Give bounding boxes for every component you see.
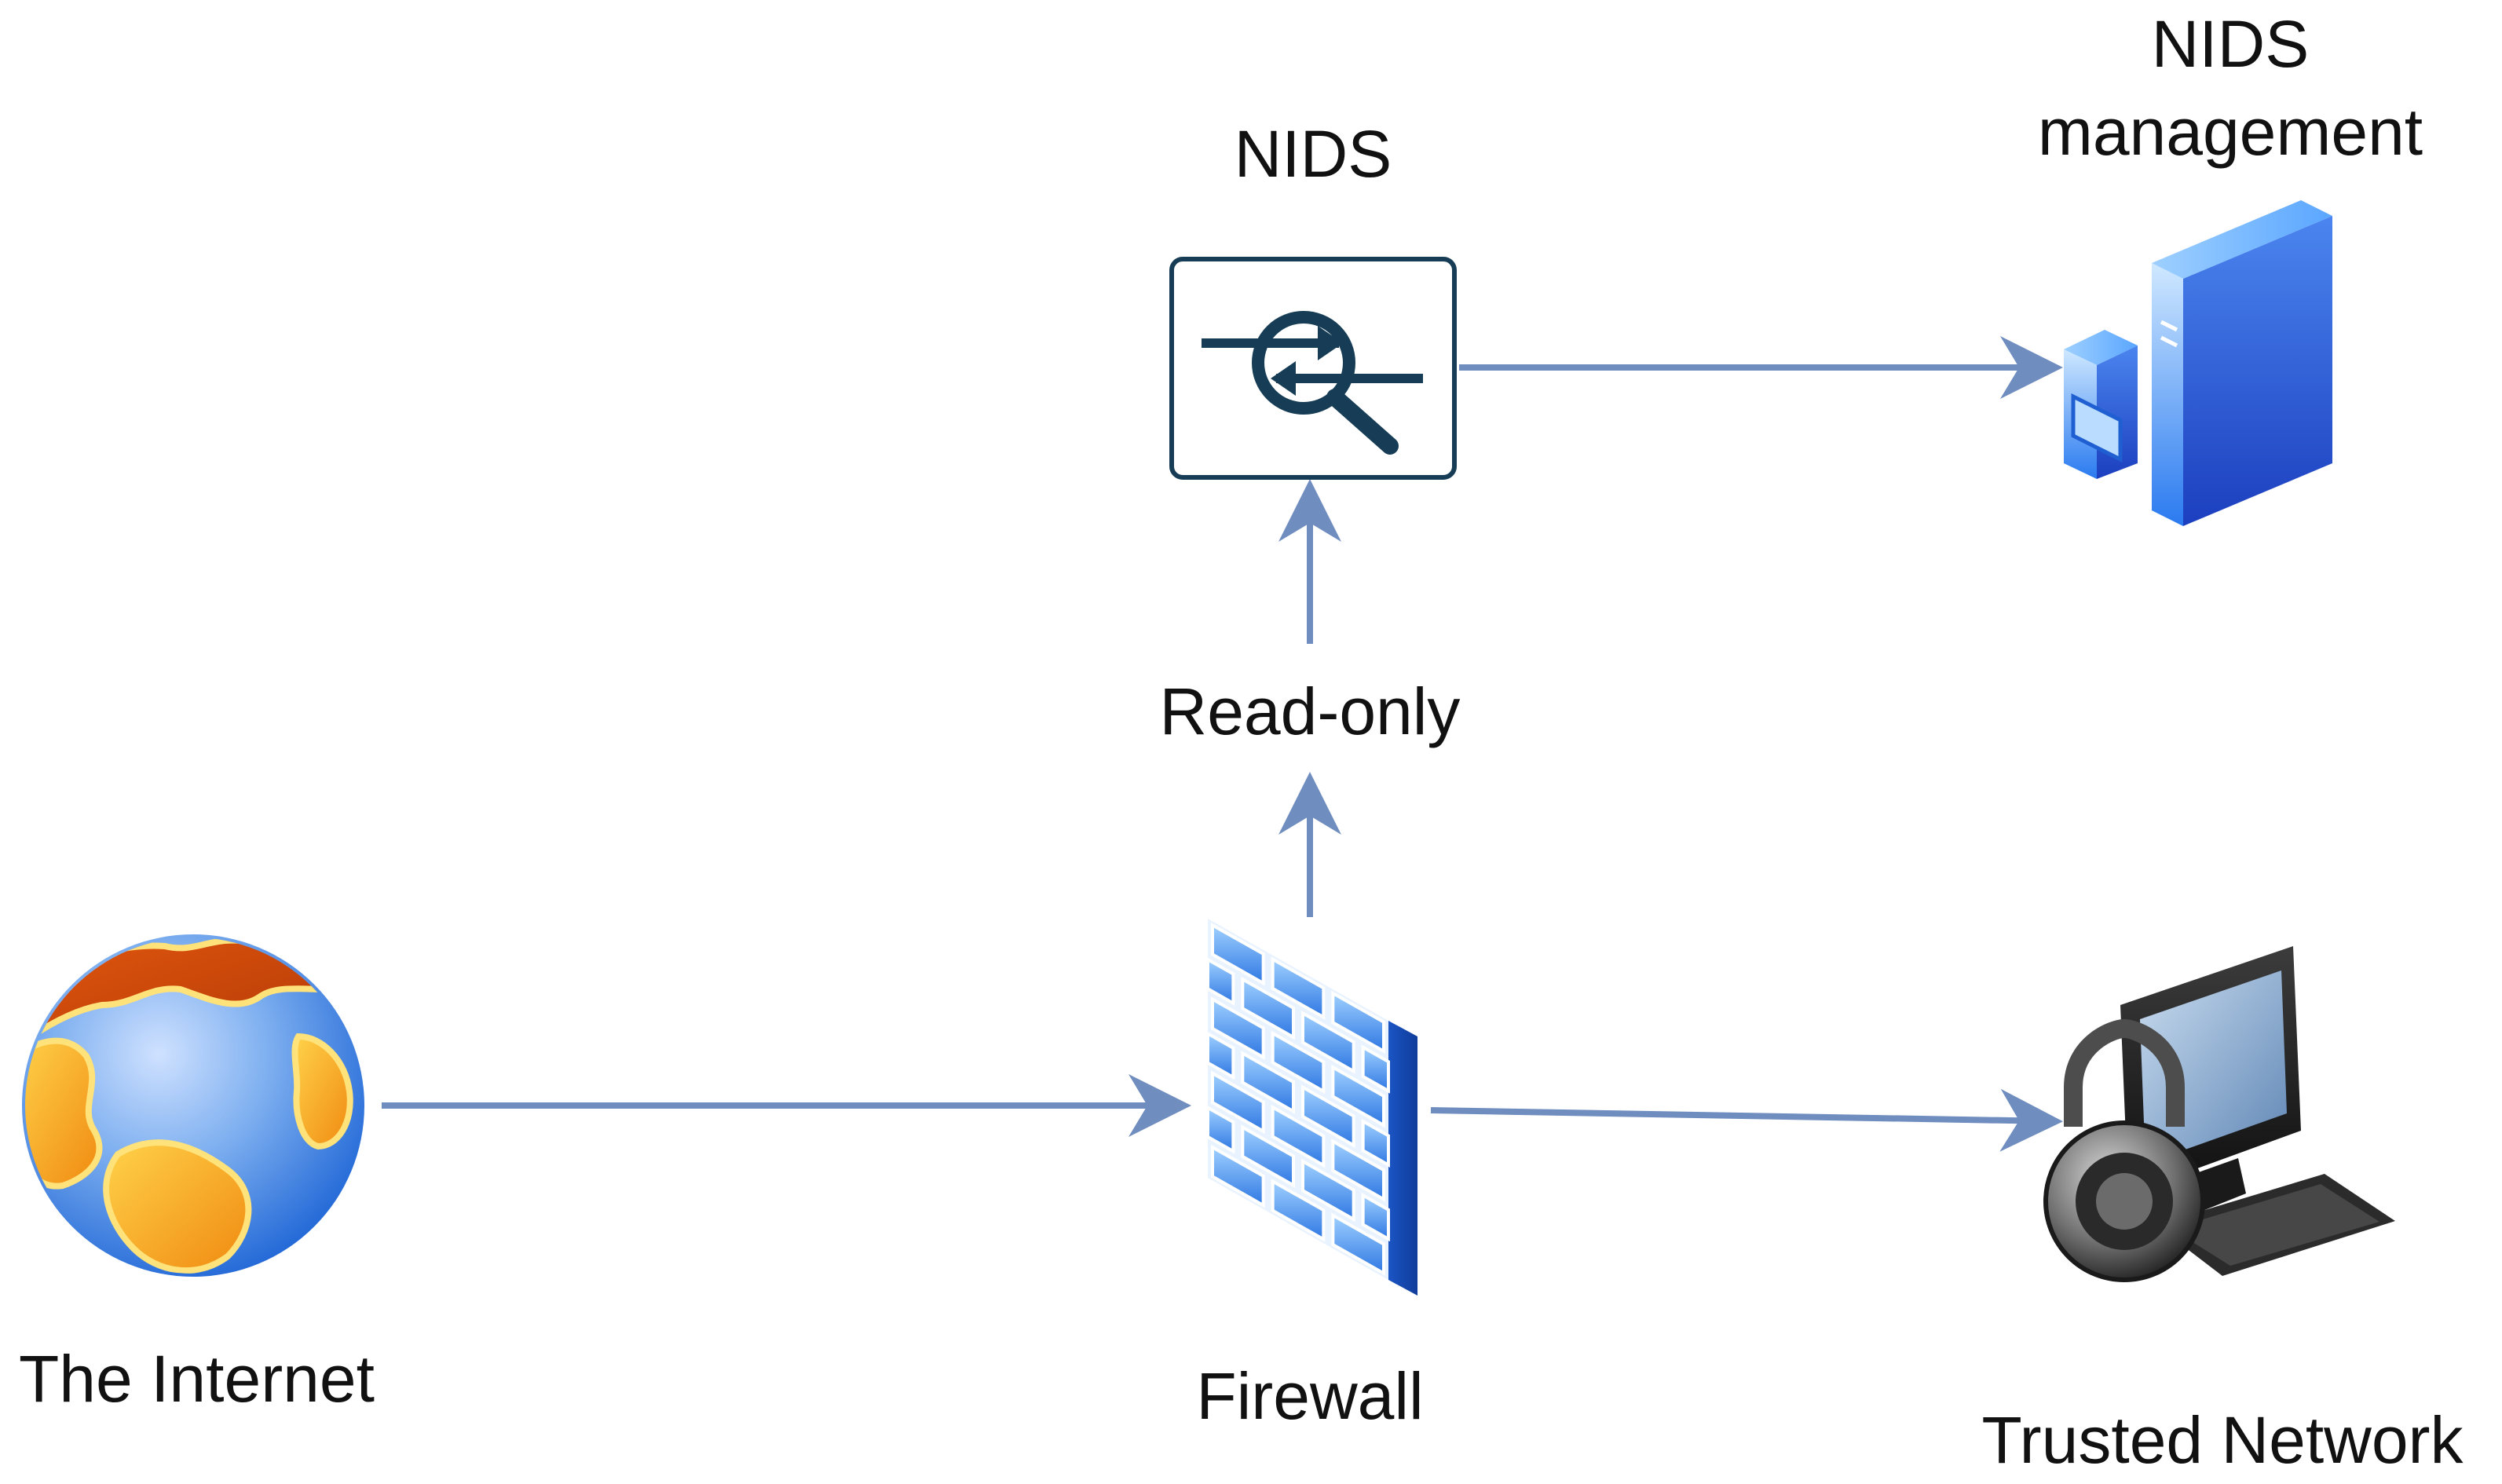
trusted-network-label: Trusted Network	[1981, 1403, 2464, 1477]
firewall-brick	[1271, 1179, 1326, 1242]
globe-icon	[22, 934, 364, 1277]
nids-packet-inspection-icon	[1169, 257, 1457, 480]
nids-management-label-line1: NIDS	[2151, 7, 2310, 81]
firewall-brick	[1301, 1011, 1355, 1074]
firewall-brick	[1301, 1158, 1355, 1223]
firewall-brick	[1241, 976, 1295, 1040]
firewall-brick	[1241, 1124, 1295, 1188]
firewall-brick	[1361, 1044, 1390, 1094]
firewall-brick	[1211, 1070, 1265, 1135]
firewall-brick	[1211, 996, 1265, 1060]
edge-firewall-to-trusted-network	[1430, 1088, 2063, 1152]
firewall-brick	[1211, 1144, 1265, 1208]
firewall-brick	[1271, 1104, 1326, 1168]
firewall-brick	[1211, 922, 1265, 986]
internet-label: The Internet	[19, 1342, 375, 1416]
nids-label: NIDS	[1234, 117, 1392, 191]
firewall-label: Firewall	[1196, 1359, 1424, 1433]
firewall-brick	[1241, 1051, 1295, 1114]
firewall-brick	[1206, 956, 1235, 1006]
firewall-brick	[1331, 1064, 1385, 1128]
firewall-brick	[1361, 1118, 1390, 1168]
firewall-brick	[1361, 1193, 1390, 1242]
firewall-brick	[1331, 1212, 1385, 1277]
firewall-brick	[1271, 1030, 1326, 1095]
readonly-edge-label: Read-only	[1159, 674, 1461, 748]
locked-computer-icon	[2043, 946, 2395, 1282]
firewall-brick	[1331, 990, 1385, 1055]
firewall-brick	[1331, 1139, 1385, 1202]
server-tower-icon	[2064, 200, 2332, 526]
nids-management-label-line2: management	[2037, 95, 2423, 169]
firewall-brick	[1271, 956, 1326, 1020]
firewall-brick	[1301, 1084, 1355, 1148]
firewall-brick	[1206, 1031, 1235, 1080]
firewall-brick	[1206, 1105, 1235, 1154]
firewall-brick-wall-icon	[1206, 919, 1417, 1296]
nids-management-label: NIDS management	[1932, 0, 2502, 176]
